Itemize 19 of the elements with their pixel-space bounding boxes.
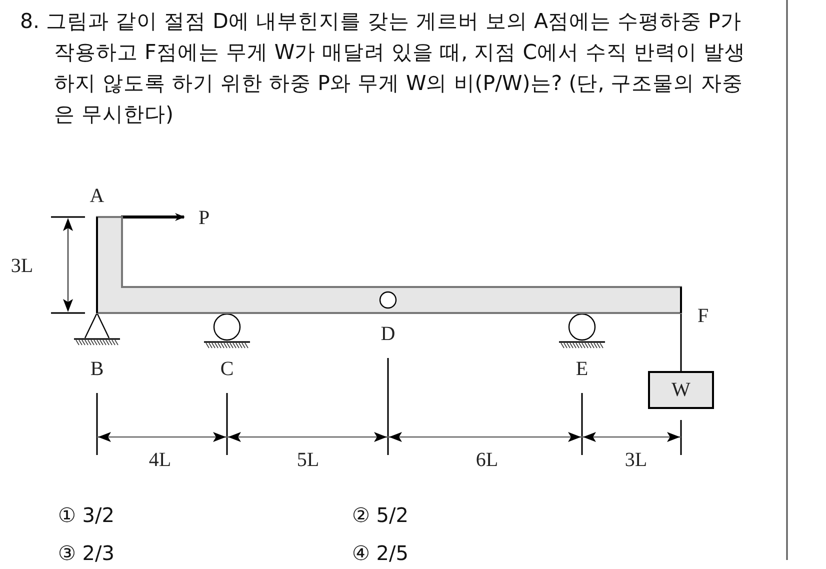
dimension-label: 6L <box>476 450 498 470</box>
force-label: P <box>198 208 210 228</box>
question-text: 8. 그림과 같이 절점 D에 내부힌지를 갖는 게르버 보의 A점에는 수평하중 P가 작용하고 F점에는 무게 W가 매달려 있을 때, 지점 C에서 수직 반력이 발생하지 않도록 하기 위한 하중 P와 무게 W의 비(P/W)는? (단, 구조물의 자중은 무시한다) <box>20 8 747 128</box>
point-label: B <box>90 359 104 379</box>
answer-option: ① 3/2 <box>58 505 114 525</box>
point-label: D <box>380 324 396 344</box>
dimension-label: 5L <box>296 450 320 470</box>
hanger-line <box>680 313 682 371</box>
dimension-label: 3L <box>10 256 34 276</box>
point-label: C <box>220 359 234 379</box>
dimension-label: 4L <box>148 450 172 470</box>
answer-option: ④ 2/5 <box>352 543 408 563</box>
dimension-label: 3L <box>624 450 648 470</box>
point-label: A <box>90 186 104 206</box>
answer-option: ③ 2/3 <box>58 543 114 563</box>
point-label: F <box>697 306 709 326</box>
point-label: E <box>576 359 588 379</box>
weight-box: W <box>648 371 714 409</box>
answer-option: ② 5/2 <box>352 505 408 525</box>
